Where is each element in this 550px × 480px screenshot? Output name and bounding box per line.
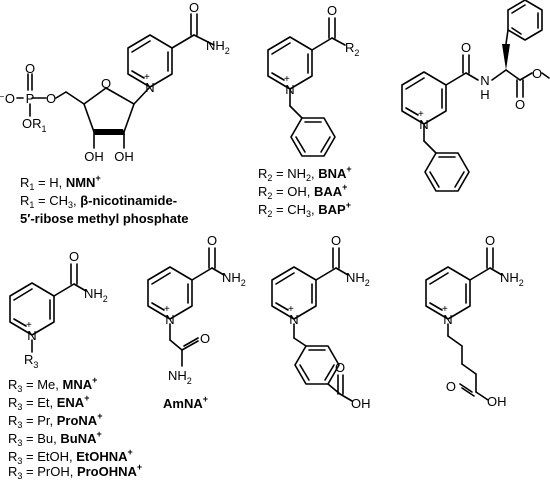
amna-charge: +: [164, 304, 170, 315]
alkyl-charge: +: [26, 320, 32, 331]
alkyl-r3: R3: [24, 352, 38, 370]
benzoic-o2: O: [335, 360, 345, 375]
nmn-amide-o: O: [189, 0, 199, 15]
bna-n: N: [285, 82, 294, 97]
bna-r2: R2: [345, 40, 359, 58]
nmn-link-o: O: [46, 91, 56, 106]
alkyl-caption-1: R3 = Me, MNA+: [8, 375, 97, 394]
pentanoic-charge: +: [442, 304, 448, 315]
bna-o: O: [327, 3, 337, 18]
alkyl-series-structure: O NH2 N + R3: [9, 249, 108, 370]
amna-nh2b: NH2: [168, 368, 192, 386]
nmn-minus-o: ⁻O: [0, 91, 15, 106]
nmn-captions: R1 = H, NMN+ R1 = CH3, β-nicotinamide- 5…: [20, 173, 189, 226]
pentanoic-o: O: [485, 233, 495, 248]
phe-ester-o: O: [515, 97, 525, 112]
nmn-caption-3: 5′-ribose methyl phosphate: [20, 211, 189, 226]
phe-nh-h: H: [480, 87, 489, 102]
phe-amide-o: O: [461, 40, 471, 55]
bna-caption-3: R2 = CH3, BAP+: [258, 200, 351, 219]
amna-o2: O: [200, 331, 210, 346]
alkyl-caption-4: R3 = Bu, BuNA+: [8, 429, 102, 448]
bna-structure: O R2 N +: [267, 3, 359, 157]
pentanoic-oh: OH: [487, 394, 507, 409]
phe-n: N: [419, 117, 428, 132]
bna-charge: +: [284, 74, 290, 85]
nmn-n: N: [145, 80, 154, 95]
nmn-structure: O NH2 N + O OH OH O P O ⁻O OR1: [0, 0, 230, 164]
nmn-nh2: NH2: [206, 38, 230, 56]
alkyl-caption-5: R3 = EtOH, EtOHNA+: [8, 447, 133, 466]
nmn-charge: +: [144, 72, 150, 83]
alkyl-caption-3: R3 = Pr, ProNA+: [8, 411, 102, 430]
benzoic-n: N: [289, 312, 298, 327]
amna-caption: AmNA+: [163, 394, 208, 411]
alkyl-caption-6: R3 = PrOH, ProOHNA+: [8, 462, 142, 480]
benzoic-structure: O NH2 N + O OH: [271, 233, 371, 411]
phe-conjugate-structure: O N H O O N +: [401, 0, 550, 192]
phe-ome-o: O: [532, 66, 542, 81]
phe-charge: +: [418, 109, 424, 120]
nmn-oh-left: OH: [84, 149, 104, 164]
bna-caption-1: R2 = NH2, BNA+: [258, 164, 352, 183]
pentanoic-nh2: NH2: [500, 270, 524, 288]
alkyl-caption-2: R3 = Et, ENA+: [8, 393, 89, 412]
amna-o: O: [207, 233, 217, 248]
benzoic-o: O: [331, 233, 341, 248]
amna-nh2: NH2: [222, 270, 246, 288]
benzoic-nh2: NH2: [346, 270, 370, 288]
pentanoic-n: N: [443, 312, 452, 327]
amna-n: N: [165, 312, 174, 327]
nmn-caption-2: R1 = CH3, β-nicotinamide-: [20, 193, 177, 210]
alkyl-captions: R3 = Me, MNA+ R3 = Et, ENA+ R3 = Pr, Pro…: [8, 375, 142, 480]
pentanoic-structure: O NH2 N + O OH: [425, 233, 524, 409]
alkyl-nh2: NH2: [84, 286, 108, 304]
bna-caption-2: R2 = OH, BAA+: [258, 182, 347, 201]
bna-captions: R2 = NH2, BNA+ R2 = OH, BAA+ R2 = CH3, B…: [258, 164, 352, 219]
nmn-ring-o: O: [101, 76, 111, 91]
phe-nh-n: N: [480, 73, 489, 88]
nmn-p: P: [26, 91, 35, 106]
pentanoic-o2: O: [446, 379, 456, 394]
benzoic-charge: +: [288, 304, 294, 315]
nmn-caption-1: R1 = H, NMN+: [20, 173, 101, 192]
nmn-p-o: O: [25, 61, 35, 76]
alkyl-n: N: [27, 328, 36, 343]
nmn-oh-right: OH: [114, 149, 134, 164]
nmn-or1: OR1: [22, 116, 47, 134]
alkyl-o: O: [69, 249, 79, 264]
benzoic-oh: OH: [351, 396, 371, 411]
amna-structure: O NH2 N + O NH2 AmNA+: [147, 233, 246, 411]
